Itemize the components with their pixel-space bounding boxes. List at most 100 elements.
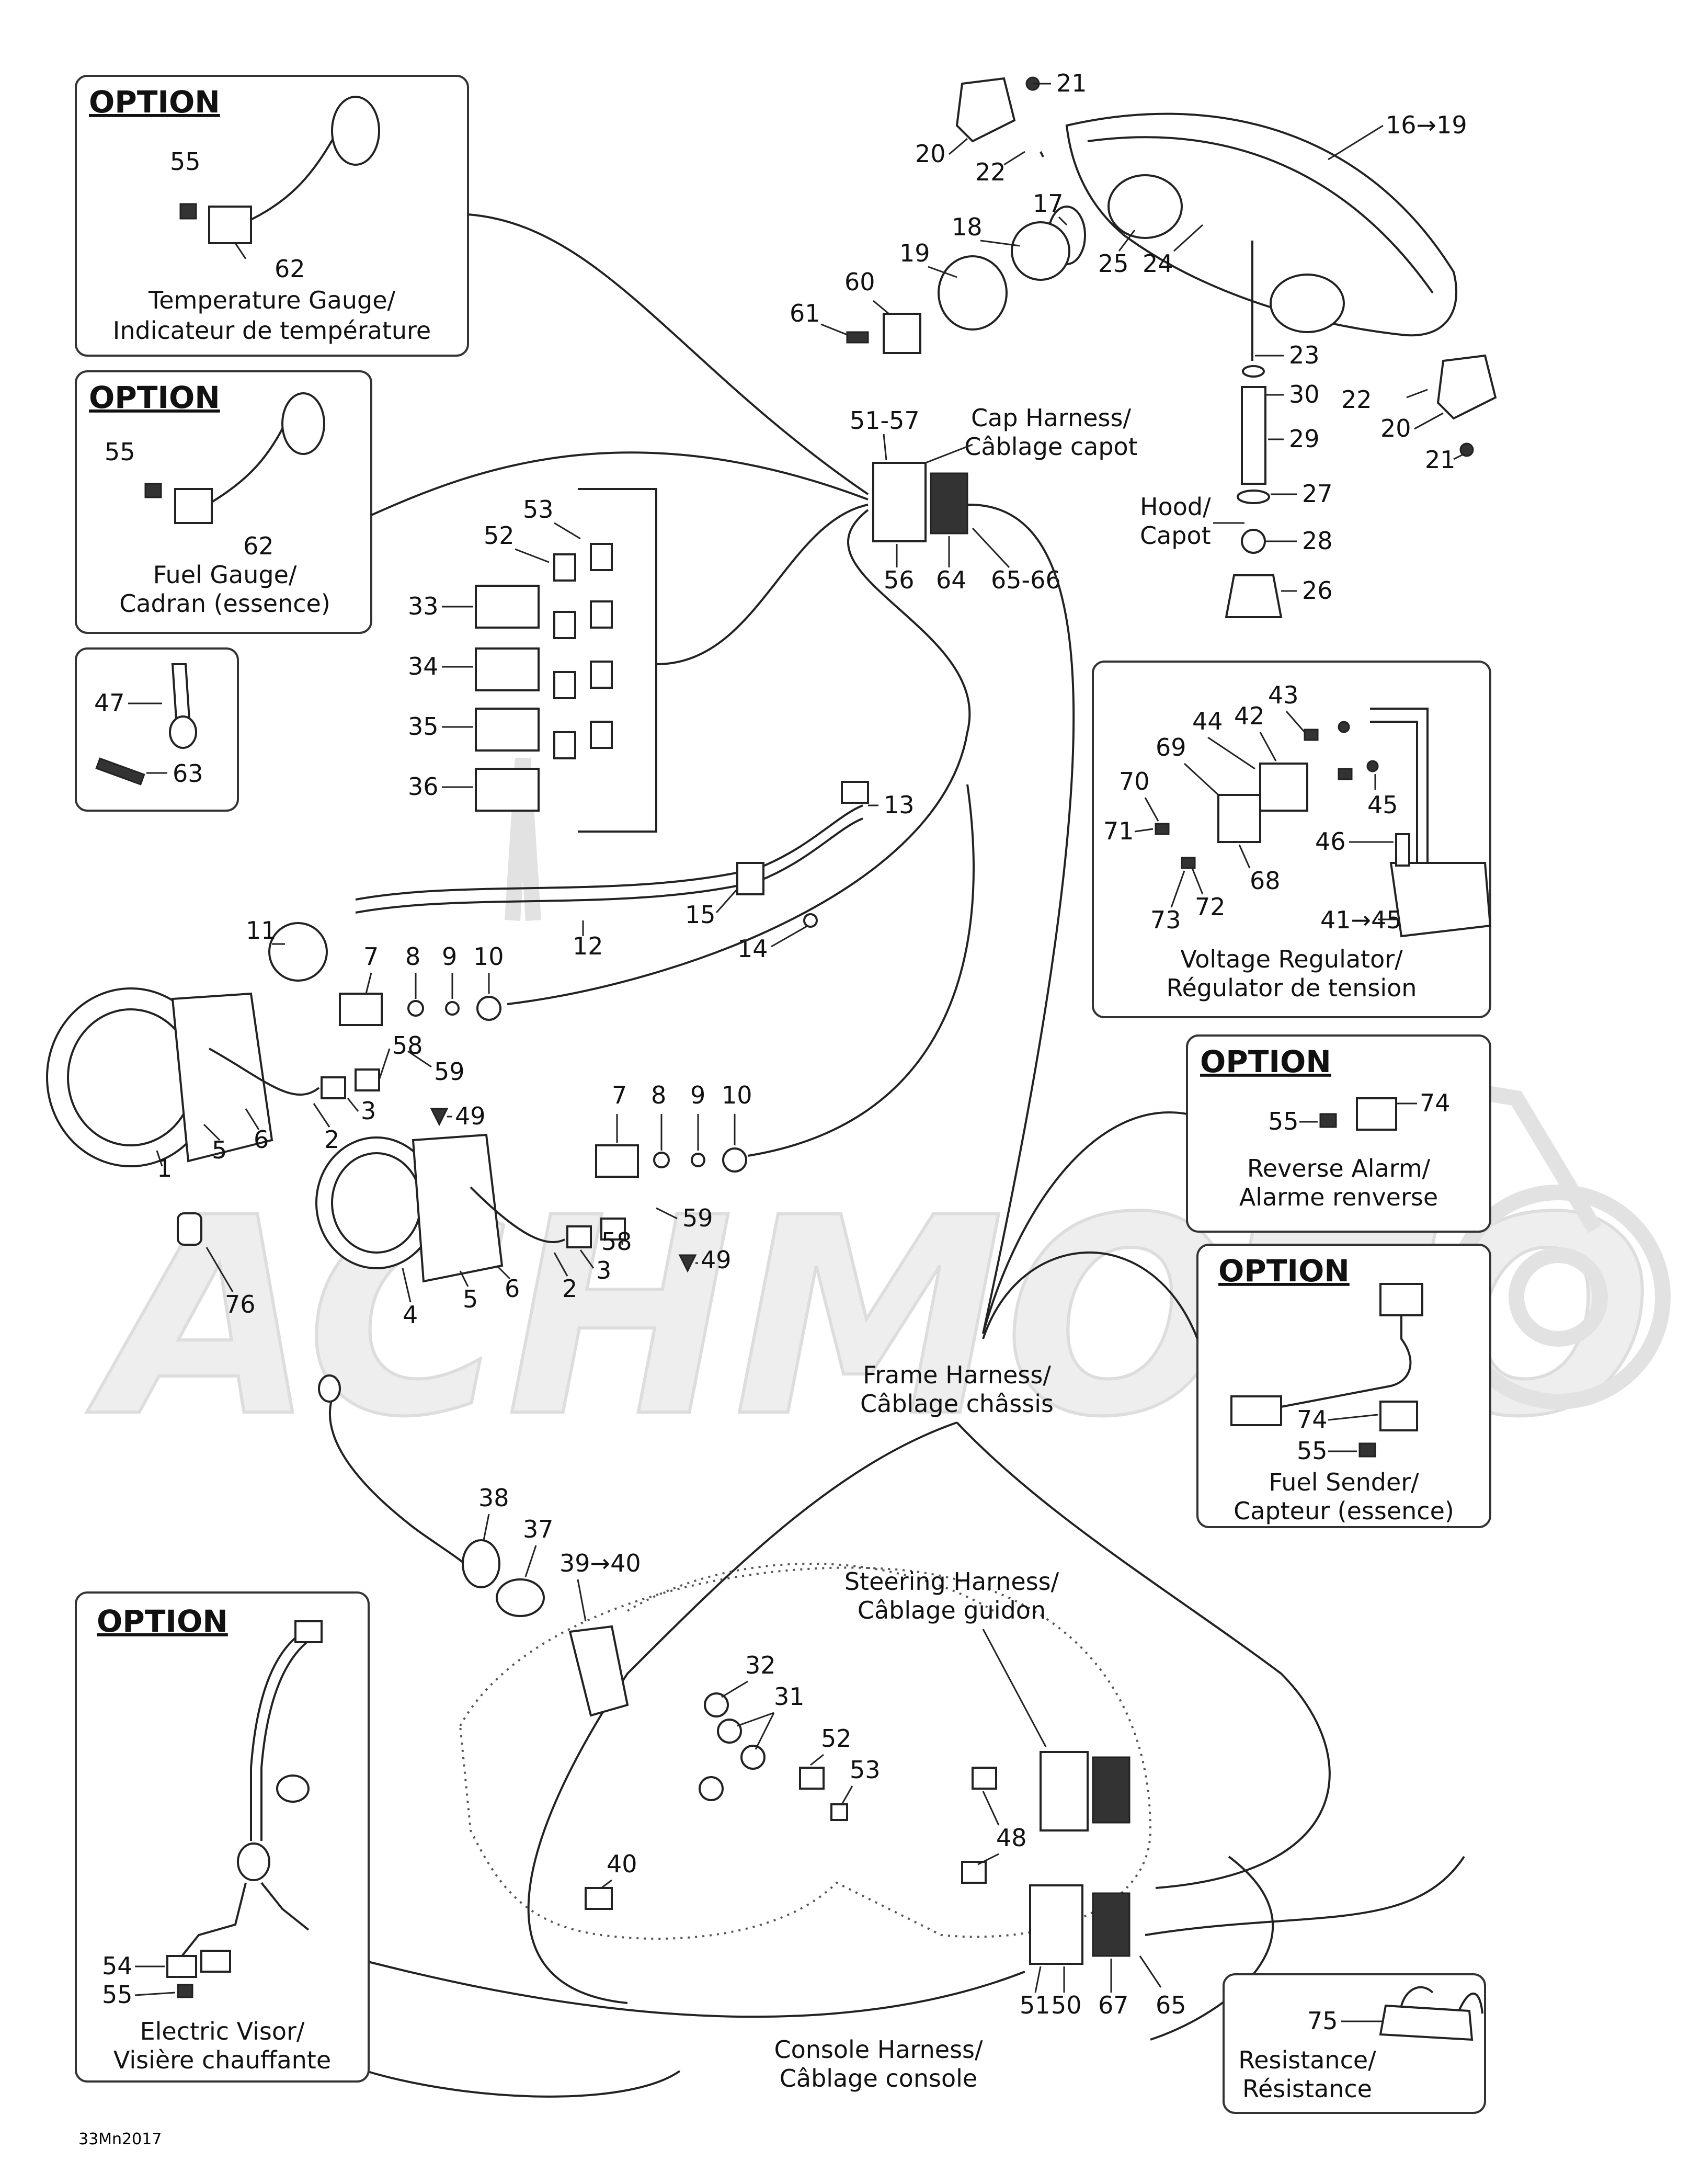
part-number-label: 70 <box>1119 767 1150 795</box>
part-number-label: 74 <box>1297 1405 1328 1434</box>
part-number-label: 58 <box>601 1227 632 1256</box>
part-number-label: Régulator de tension <box>1167 974 1417 1002</box>
part-number-label: 25 <box>1098 249 1129 278</box>
connector-icon <box>883 313 921 354</box>
part-number-label: 55 <box>1297 1437 1328 1465</box>
part-number-label: 69 <box>1156 733 1186 761</box>
boot-icon <box>938 255 1008 331</box>
part-number-label: 8 <box>405 942 420 971</box>
part-number-label: 21 <box>1425 446 1456 474</box>
resistance-box: 75 Resistance/ Résistance <box>1223 1973 1486 2114</box>
part-number-label: Capteur (essence) <box>1234 1497 1454 1525</box>
bulb-socket-icon <box>177 1212 202 1246</box>
part-number-label: Console Harness/ <box>774 2035 983 2064</box>
part-number-label: 18 <box>952 213 983 241</box>
part-number-label: 14 <box>737 935 768 963</box>
cable-fitting-icon <box>268 922 328 982</box>
hood-label: Capot <box>1140 521 1211 550</box>
switch-icon <box>568 1625 629 1717</box>
part-number-label: 6 <box>505 1275 520 1303</box>
voltage-regulator-box: 43 44 42 69 70 45 71 46 68 73 72 41→45 V… <box>1092 661 1492 1018</box>
part-number-label: Frame Harness/ <box>863 1361 1051 1389</box>
part-number-label: 68 <box>1250 867 1281 895</box>
part-number-label: Fuel Gauge/ <box>153 561 297 589</box>
part-number-label: Steering Harness/ <box>844 1567 1059 1596</box>
part-number-label: 15 <box>685 901 716 929</box>
harness-connector-icon <box>1029 1884 1083 1965</box>
option-title: OPTION <box>1200 1044 1331 1079</box>
connector-icon <box>1379 1401 1418 1431</box>
harness-connector-icon <box>1092 1892 1131 1957</box>
part-number-label: 8 <box>651 1081 666 1109</box>
part-number-label: 55 <box>170 147 201 176</box>
part-number-label: Voltage Regulator/ <box>1180 945 1403 973</box>
gauge-connector-icon <box>208 206 252 244</box>
part-number-label: 50 <box>1051 1991 1082 2019</box>
part-number-label: 3 <box>361 1097 376 1125</box>
lanyard-icon <box>318 1374 341 1403</box>
part-number-label: 30 <box>1289 380 1320 408</box>
part-number-label: 48 <box>996 1824 1027 1852</box>
retaining-ring-icon <box>1011 221 1070 281</box>
cap-harness: 51-57 56 64 65-66 Cap Harness/ Câblage c… <box>850 404 1138 594</box>
part-number-label: 5 <box>463 1285 478 1313</box>
connector-icon <box>166 1955 197 1978</box>
relay-icon <box>475 768 540 812</box>
part-number-label: 63 <box>173 759 203 788</box>
frame-harness-label: Frame Harness/ Câblage châssis <box>860 1361 1054 1418</box>
option-box-fuel-sender: OPTION 74 55 Fuel Sender/ Capteur (essen… <box>1196 1244 1491 1528</box>
part-number-label: 72 <box>1195 893 1226 921</box>
part-number-label: 62 <box>243 532 274 560</box>
option-title: OPTION <box>97 1603 228 1639</box>
part-number-label: Cap Harness/ <box>971 404 1131 432</box>
part-number-label: 20 <box>915 140 946 168</box>
relay-icon <box>475 585 540 629</box>
part-number-label: 51-57 <box>850 406 920 435</box>
option-box-reverse-alarm: OPTION 55 74 Reverse Alarm/ Alarme renve… <box>1186 1034 1491 1233</box>
connector-icon <box>179 203 197 220</box>
part-number-label: 52 <box>484 521 515 550</box>
option-box-fuel-gauge: OPTION 55 62 Fuel Gauge/ Cadran (essence… <box>75 370 372 634</box>
clip-icon <box>972 1767 997 1790</box>
lamp-socket-icon <box>1270 274 1345 333</box>
resistor-icon <box>1379 2004 1474 2041</box>
part-number-label: 36 <box>408 772 439 801</box>
part-number-label: 12 <box>573 932 603 960</box>
part-number-label: 54 <box>102 1952 133 1980</box>
part-number-label: 34 <box>408 652 439 680</box>
option-box-temperature-gauge: OPTION 55 62 Temperature Gauge/ Indicate… <box>75 75 469 357</box>
option-title: OPTION <box>89 84 220 120</box>
connector-icon <box>585 1887 613 1910</box>
connector-icon <box>177 1984 193 1998</box>
part-number-label: 37 <box>523 1515 554 1543</box>
harness-connector-icon <box>1092 1756 1131 1824</box>
part-number-label: 24 <box>1143 249 1173 278</box>
part-number-label: 38 <box>478 1484 509 1512</box>
part-number-label: 11 <box>246 916 277 945</box>
part-number-label: 32 <box>745 1651 776 1679</box>
clip-icon <box>961 1861 987 1884</box>
nut-icon <box>1241 529 1266 554</box>
hood-label: Hood/ <box>1140 493 1211 521</box>
gauge-housing-icon <box>412 1133 504 1283</box>
part-number-label: Cadran (essence) <box>119 589 330 618</box>
steering-harness-label: Steering Harness/ Câblage guidon <box>844 1567 1059 1747</box>
drawing-code: 33Mn2017 <box>78 2130 162 2148</box>
part-number-label: 45 <box>1367 791 1398 819</box>
part-number-label: 17 <box>1033 189 1064 218</box>
wiring <box>366 213 1465 2098</box>
connector-icon <box>1358 1442 1376 1458</box>
part-number-label: 46 <box>1315 827 1346 856</box>
part-number-label: 19 <box>899 239 930 267</box>
part-number-label: 13 <box>884 791 915 819</box>
console-assembly: 38 37 39→40 32 31 52 53 40 48 51 50 67 6… <box>318 1374 1186 2019</box>
part-number-label: 49 <box>455 1102 486 1130</box>
part-number-label: 73 <box>1150 906 1181 934</box>
part-number-label: 75 <box>1307 2007 1338 2035</box>
bracket-icon <box>955 77 1016 143</box>
relay-icon <box>475 647 540 691</box>
part-number-label: 55 <box>102 1981 133 2009</box>
part-number-label: Indicateur de température <box>113 316 431 345</box>
jack-icon <box>237 1842 270 1881</box>
relay-icon <box>475 708 540 752</box>
